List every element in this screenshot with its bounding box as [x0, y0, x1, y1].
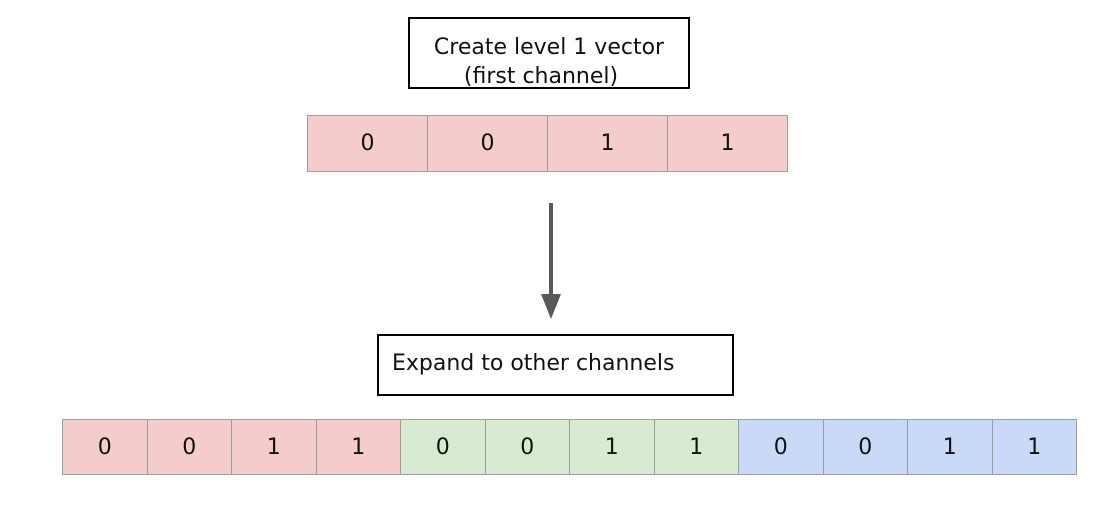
level1-cell: 0 — [307, 115, 428, 172]
channel2-cell: 0 — [400, 419, 486, 475]
channel3-cell: 0 — [822, 419, 908, 475]
level1-cell: 1 — [667, 115, 788, 172]
channel1-cell: 0 — [146, 419, 232, 475]
channel1-cell: 1 — [315, 419, 401, 475]
channel3-cell: 1 — [907, 419, 993, 475]
channel2-cell: 1 — [569, 419, 655, 475]
create-level1-label-box: Create level 1 vector (first channel) — [408, 17, 690, 89]
channel2-cell: 0 — [484, 419, 570, 475]
expand-channels-label: Expand to other channels — [392, 351, 675, 376]
create-level1-label-line2: (first channel) — [463, 64, 619, 89]
down-arrow-icon — [541, 203, 561, 319]
expand-channels-label-box: Expand to other channels — [377, 334, 734, 396]
channel3-cell: 1 — [991, 419, 1077, 475]
channel2-cell: 1 — [653, 419, 739, 475]
level1-cell: 1 — [547, 115, 668, 172]
expanded-vector: 0 0 1 1 0 0 1 1 0 0 1 1 — [62, 419, 1077, 475]
channel1-cell: 1 — [231, 419, 317, 475]
channel3-cell: 0 — [738, 419, 824, 475]
level1-cell: 0 — [427, 115, 548, 172]
channel1-cell: 0 — [62, 419, 148, 475]
level1-vector: 0 0 1 1 — [307, 115, 788, 172]
arrow-head — [541, 294, 561, 319]
create-level1-label-line1: Create level 1 vector — [433, 35, 665, 60]
